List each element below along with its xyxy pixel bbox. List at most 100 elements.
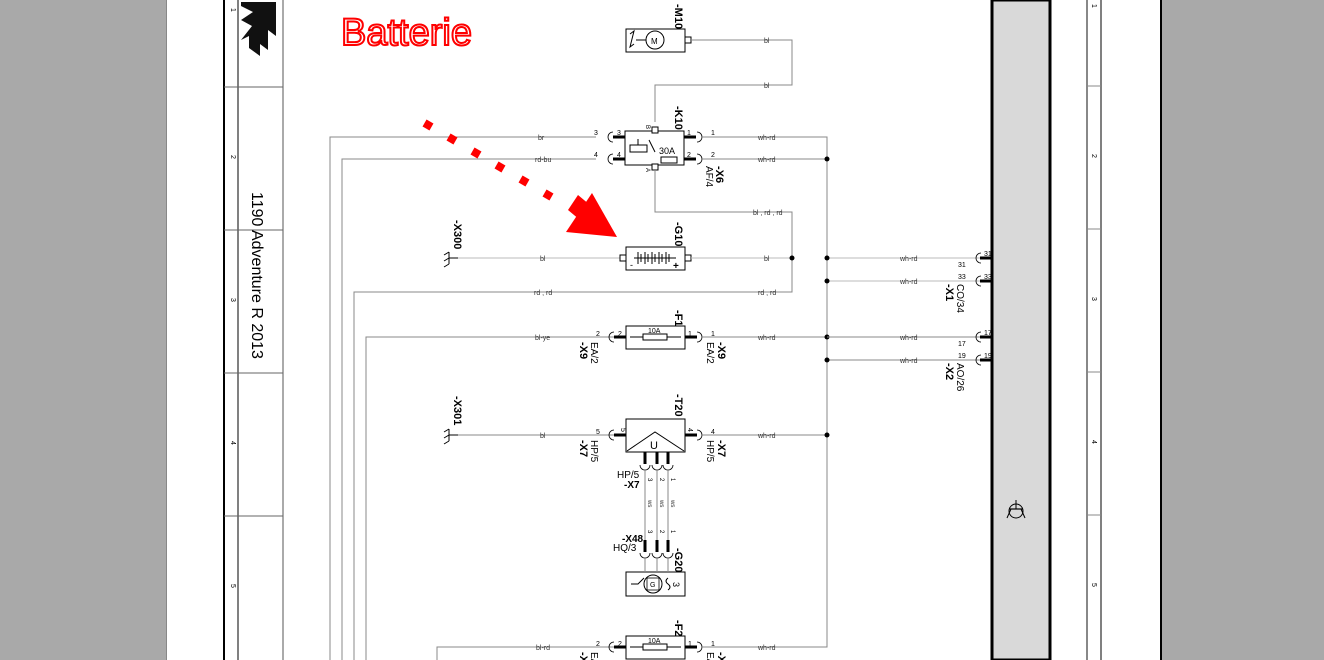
- connector-code: HP/5: [704, 440, 715, 463]
- row-number: 2: [1090, 154, 1097, 158]
- pin-number: 2: [618, 331, 622, 338]
- connector-ref: -X48: [622, 534, 644, 545]
- battery-plus: +: [673, 261, 679, 272]
- pin-number: 4: [617, 152, 621, 159]
- ktm-logo: [241, 2, 276, 56]
- pin-number: 2: [687, 152, 691, 159]
- pin-number: 4: [594, 152, 598, 159]
- component-ref: -F2: [672, 620, 684, 637]
- pin-number: 4: [711, 429, 715, 436]
- connector-x2: wh-rd wh-rd 17 17 19 19 -X2 AO/26: [824, 330, 992, 392]
- pin-number: 2: [658, 530, 664, 534]
- alternator-g20: 3 2 1 -X48 HQ/3 -G20 G 3: [613, 530, 686, 597]
- connector-code: EA/2: [588, 342, 599, 364]
- ground-reference-icon: [1006, 500, 1026, 519]
- pin-number: 19: [984, 353, 992, 360]
- wire-label: rd-bu: [535, 157, 551, 164]
- pin-number: 5: [619, 428, 626, 432]
- pin-number: 1: [687, 130, 691, 137]
- row-number: 5: [229, 584, 236, 588]
- ground-x301-icon: [443, 428, 458, 445]
- component-ref: -G10: [672, 222, 684, 246]
- row-number: 2: [229, 155, 236, 159]
- wire-label: br: [538, 135, 545, 142]
- pin-number: 1: [688, 331, 692, 338]
- pin-number: 1: [669, 478, 675, 482]
- pin-number: 4: [686, 428, 693, 432]
- wire-label: wh-rd: [757, 157, 776, 164]
- fuse-rating: 10A: [648, 638, 661, 645]
- wire-label: bl: [764, 83, 770, 90]
- pin-number: 3: [594, 130, 598, 137]
- component-ref: -X301: [451, 396, 463, 425]
- annotation-title: Batterie: [340, 12, 473, 54]
- pin-number: 1: [669, 530, 675, 534]
- wire-label: bl-rd: [536, 645, 550, 652]
- row-number: 4: [1090, 440, 1097, 444]
- connector-code: AO/26: [954, 363, 965, 392]
- row-number: 1: [229, 8, 236, 12]
- pin-number: 17: [958, 341, 966, 348]
- component-ref: -M10: [672, 4, 684, 29]
- connector-ref: -X6: [713, 166, 725, 183]
- connector-code: EA/: [588, 652, 599, 660]
- wire-label: bl: [764, 256, 770, 263]
- row-number: 4: [229, 441, 236, 445]
- pin-number: 5: [596, 429, 600, 436]
- pin-number: 19: [958, 353, 966, 360]
- component-ref: -X300: [451, 220, 463, 249]
- connector-ref: -X: [577, 652, 589, 660]
- wire-label: bl: [540, 256, 546, 263]
- pin-number: 2: [658, 478, 664, 482]
- connector-ref: -X7: [715, 440, 727, 457]
- connector-ref: -X9: [577, 342, 589, 359]
- pin-number: 2: [596, 331, 600, 338]
- ground-bus-panel: [990, 0, 1052, 660]
- row-number: 3: [1090, 297, 1097, 301]
- pin-number: 3: [646, 478, 652, 482]
- fuse-f2: bl-rd 10A 2 2 1 1 -F2 -X EA/ -X EA/ wh-r…: [437, 620, 781, 660]
- wire-label: rd , rd: [534, 290, 552, 297]
- component-ref: -K10: [672, 106, 684, 130]
- pin-number: 31: [958, 262, 966, 269]
- component-ref: -T20: [672, 394, 684, 417]
- pin-number: 33: [984, 274, 992, 281]
- wire-label: wh-rd: [899, 279, 918, 286]
- connector-code: EA/2: [704, 342, 715, 364]
- wire-label: ws: [658, 499, 664, 507]
- annotation-arrow: [422, 119, 617, 237]
- pin-number: 1: [688, 641, 692, 648]
- connector-code: HQ/3: [613, 543, 637, 554]
- relay-fuse-rating: 30A: [659, 146, 675, 156]
- connector-ref: -X2: [943, 363, 955, 380]
- pin-number: 1: [711, 130, 715, 137]
- wire-label: wh-rd: [757, 433, 776, 440]
- connector-code: EA/: [704, 652, 715, 660]
- motor-glyph: M: [651, 37, 658, 46]
- title-block: 1 2 3 4 5 1190 Adventure R 2013: [223, 0, 284, 660]
- pin-number: 1: [711, 331, 715, 338]
- wire-label: wh-rd: [899, 256, 918, 263]
- wire-label: wh-rd: [757, 335, 776, 342]
- connector-ref: -X: [715, 652, 727, 660]
- row-number: 3: [229, 298, 236, 302]
- row-number: 5: [1090, 583, 1097, 587]
- pin-number: 3: [617, 130, 621, 137]
- component-ref: -F1: [672, 310, 684, 327]
- right-strip: 1 2 3 4 5: [990, 0, 1102, 660]
- fuel-pump-m10: M -M10 bl bl: [625, 4, 793, 122]
- row-number: 1: [1090, 4, 1097, 8]
- left-bus-wires: [329, 136, 793, 660]
- wire-label: wh-rd: [899, 358, 918, 365]
- fuse-rating: 10A: [648, 328, 661, 335]
- wire-label: ws: [669, 499, 675, 507]
- starter-relay-k10: 30A 3 3 4 4 1 1 2 2 B A -K10 -X6 AF/4 br…: [535, 106, 828, 648]
- pin-a: A: [644, 168, 650, 172]
- connector-code: HP/5: [617, 470, 640, 481]
- wire-label: bl-ye: [535, 335, 550, 342]
- pin-number: 31: [984, 251, 992, 258]
- battery-g10: -X300 bl - + -G10 bl rd , rd rd , rd: [443, 220, 795, 297]
- connector-ref: -X7: [577, 440, 589, 457]
- connector-ref: -X1: [943, 284, 955, 301]
